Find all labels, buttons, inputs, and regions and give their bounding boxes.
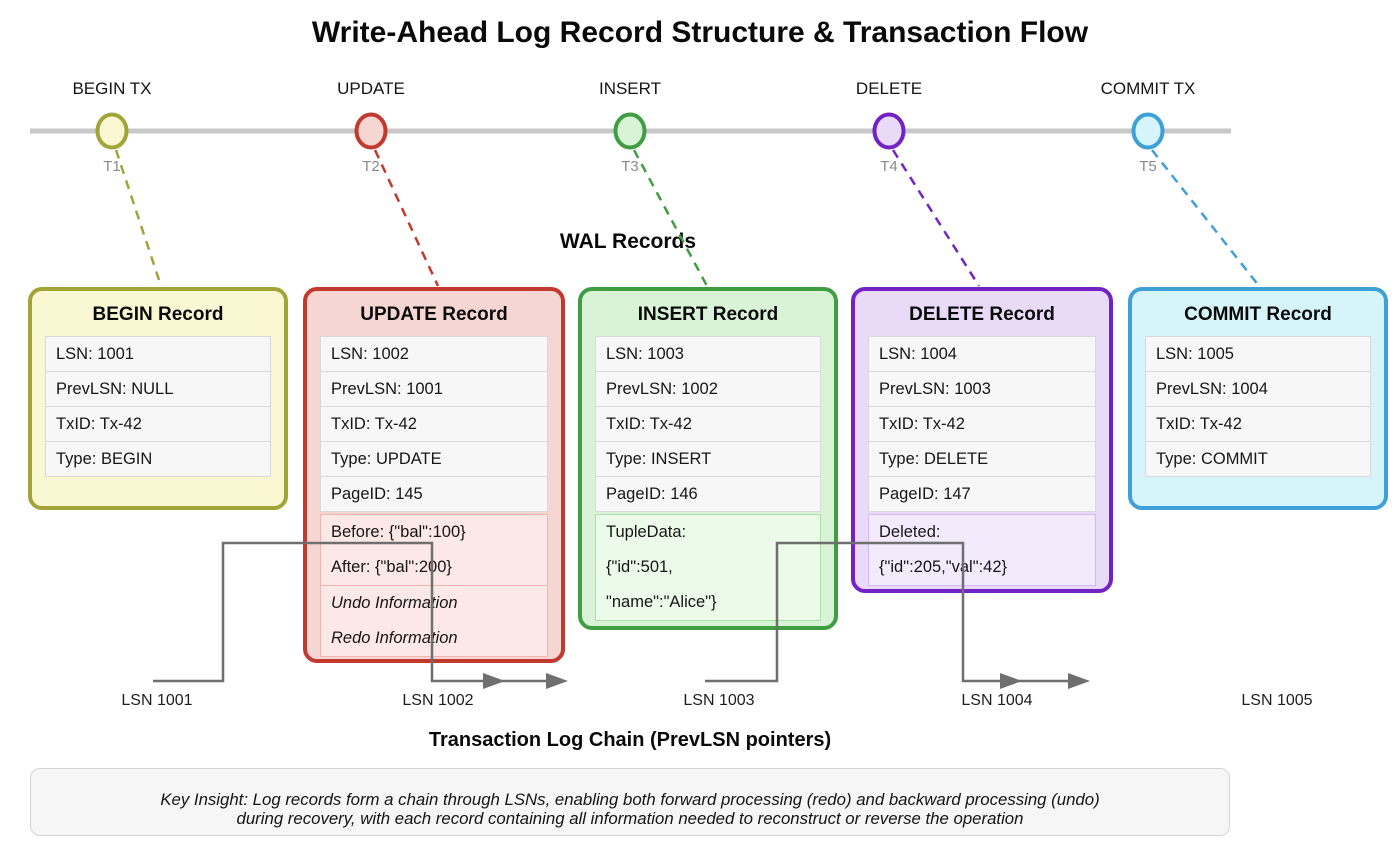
field-row: PageID: 146 bbox=[596, 477, 820, 511]
key-insight-line-2: during recovery, with each record contai… bbox=[236, 809, 1024, 828]
timeline-label-update: UPDATE bbox=[337, 79, 405, 98]
wal-records-heading: WAL Records bbox=[559, 230, 697, 253]
timeline-label-commit: COMMIT TX bbox=[1100, 79, 1196, 98]
commit-field-list: LSN: 1005 PrevLSN: 1004 TxID: Tx-42 Type… bbox=[1145, 336, 1371, 477]
lsn-label-1001: LSN 1001 bbox=[121, 692, 193, 709]
time-tick-t4: T4 bbox=[880, 158, 898, 175]
key-insight-line-1: Key Insight: Log records form a chain th… bbox=[160, 790, 1100, 809]
field-row: PrevLSN: 1004 bbox=[1146, 372, 1370, 407]
field-row: TxID: Tx-42 bbox=[46, 407, 270, 442]
deleted-data-cell: Deleted: {"id":205,"val":42} bbox=[869, 515, 1095, 585]
commit-record-card: COMMIT Record LSN: 1005 PrevLSN: 1004 Tx… bbox=[1128, 287, 1388, 510]
field-row: PrevLSN: 1002 bbox=[596, 372, 820, 407]
field-row: PrevLSN: NULL bbox=[46, 372, 270, 407]
time-tick-t5: T5 bbox=[1139, 158, 1157, 175]
time-tick-t2: T2 bbox=[362, 158, 380, 175]
time-tick-t1: T1 bbox=[103, 158, 121, 175]
begin-record-card: BEGIN Record LSN: 1001 PrevLSN: NULL TxI… bbox=[28, 287, 288, 510]
delete-node-circle bbox=[872, 112, 906, 150]
field-row: LSN: 1004 bbox=[869, 337, 1095, 372]
field-row: Type: INSERT bbox=[596, 442, 820, 477]
lsn-label-1005: LSN 1005 bbox=[1241, 692, 1313, 709]
delete-payload-cells: Deleted: {"id":205,"val":42} bbox=[868, 514, 1096, 586]
insert-card-title: INSERT Record bbox=[637, 304, 779, 325]
chain-arrowhead bbox=[483, 673, 505, 689]
update-payload-cells: Before: {"bal":100} After: {"bal":200} U… bbox=[320, 514, 548, 657]
insert-field-list: LSN: 1003 PrevLSN: 1002 TxID: Tx-42 Type… bbox=[595, 336, 821, 512]
deleted-data-line: Deleted: bbox=[879, 523, 941, 541]
delete-field-list: LSN: 1004 PrevLSN: 1003 TxID: Tx-42 Type… bbox=[868, 336, 1096, 512]
field-row: Type: COMMIT bbox=[1146, 442, 1370, 476]
insert-payload-cells: TupleData: {"id":501, "name":"Alice"} bbox=[595, 514, 821, 621]
field-row: Type: DELETE bbox=[869, 442, 1095, 477]
tuple-data-line: "name":"Alice"} bbox=[606, 593, 717, 611]
field-row: PageID: 147 bbox=[869, 477, 1095, 511]
field-row: PageID: 145 bbox=[321, 477, 547, 511]
begin-node-circle bbox=[95, 112, 129, 150]
begin-field-list: LSN: 1001 PrevLSN: NULL TxID: Tx-42 Type… bbox=[45, 336, 271, 477]
redo-info-label: Redo Information bbox=[331, 629, 458, 647]
insert-record-card: INSERT Record LSN: 1003 PrevLSN: 1002 Tx… bbox=[578, 287, 838, 630]
before-after-cell: Before: {"bal":100} After: {"bal":200} bbox=[321, 515, 547, 585]
tuple-data-cell: TupleData: {"id":501, "name":"Alice"} bbox=[596, 515, 820, 620]
after-value: After: {"bal":200} bbox=[331, 558, 452, 576]
field-row: LSN: 1001 bbox=[46, 337, 270, 372]
field-row: TxID: Tx-42 bbox=[596, 407, 820, 442]
field-row: PrevLSN: 1001 bbox=[321, 372, 547, 407]
chain-arrowhead bbox=[1068, 673, 1090, 689]
timeline-label-delete: DELETE bbox=[855, 79, 923, 98]
chain-heading: Transaction Log Chain (PrevLSN pointers) bbox=[428, 729, 832, 751]
field-row: LSN: 1003 bbox=[596, 337, 820, 372]
commit-node-circle bbox=[1131, 112, 1165, 150]
field-row: TxID: Tx-42 bbox=[321, 407, 547, 442]
field-row: TxID: Tx-42 bbox=[869, 407, 1095, 442]
chain-arrowhead bbox=[1000, 673, 1022, 689]
timeline-label-begin: BEGIN TX bbox=[72, 79, 152, 98]
timeline-label-insert: INSERT bbox=[598, 79, 662, 98]
begin-card-title: BEGIN Record bbox=[92, 304, 224, 325]
undo-info-label: Undo Information bbox=[331, 594, 458, 612]
tuple-data-line: TupleData: bbox=[606, 523, 687, 541]
field-row: LSN: 1005 bbox=[1146, 337, 1370, 372]
commit-card-title: COMMIT Record bbox=[1184, 304, 1332, 325]
field-row: Type: BEGIN bbox=[46, 442, 270, 476]
undo-redo-cell: Undo Information Redo Information bbox=[321, 585, 547, 656]
lsn-label-1002: LSN 1002 bbox=[402, 692, 474, 709]
page-title: Write-Ahead Log Record Structure & Trans… bbox=[311, 16, 1089, 49]
field-row: TxID: Tx-42 bbox=[1146, 407, 1370, 442]
lsn-label-1004: LSN 1004 bbox=[961, 692, 1033, 709]
update-field-list: LSN: 1002 PrevLSN: 1001 TxID: Tx-42 Type… bbox=[320, 336, 548, 512]
chain-arrowhead bbox=[546, 673, 568, 689]
before-value: Before: {"bal":100} bbox=[331, 523, 466, 541]
delete-card-title: DELETE Record bbox=[909, 304, 1055, 325]
field-row: PrevLSN: 1003 bbox=[869, 372, 1095, 407]
insert-node-circle bbox=[613, 112, 647, 150]
key-insight-box: Key Insight: Log records form a chain th… bbox=[30, 768, 1230, 836]
update-node-circle bbox=[354, 112, 388, 150]
field-row: LSN: 1002 bbox=[321, 337, 547, 372]
update-record-card: UPDATE Record LSN: 1002 PrevLSN: 1001 Tx… bbox=[303, 287, 565, 663]
time-tick-t3: T3 bbox=[621, 158, 639, 175]
tuple-data-line: {"id":501, bbox=[606, 558, 673, 576]
update-card-title: UPDATE Record bbox=[360, 304, 508, 325]
lsn-label-1003: LSN 1003 bbox=[683, 692, 755, 709]
delete-record-card: DELETE Record LSN: 1004 PrevLSN: 1003 Tx… bbox=[851, 287, 1113, 593]
field-row: Type: UPDATE bbox=[321, 442, 547, 477]
deleted-data-line: {"id":205,"val":42} bbox=[879, 558, 1008, 576]
